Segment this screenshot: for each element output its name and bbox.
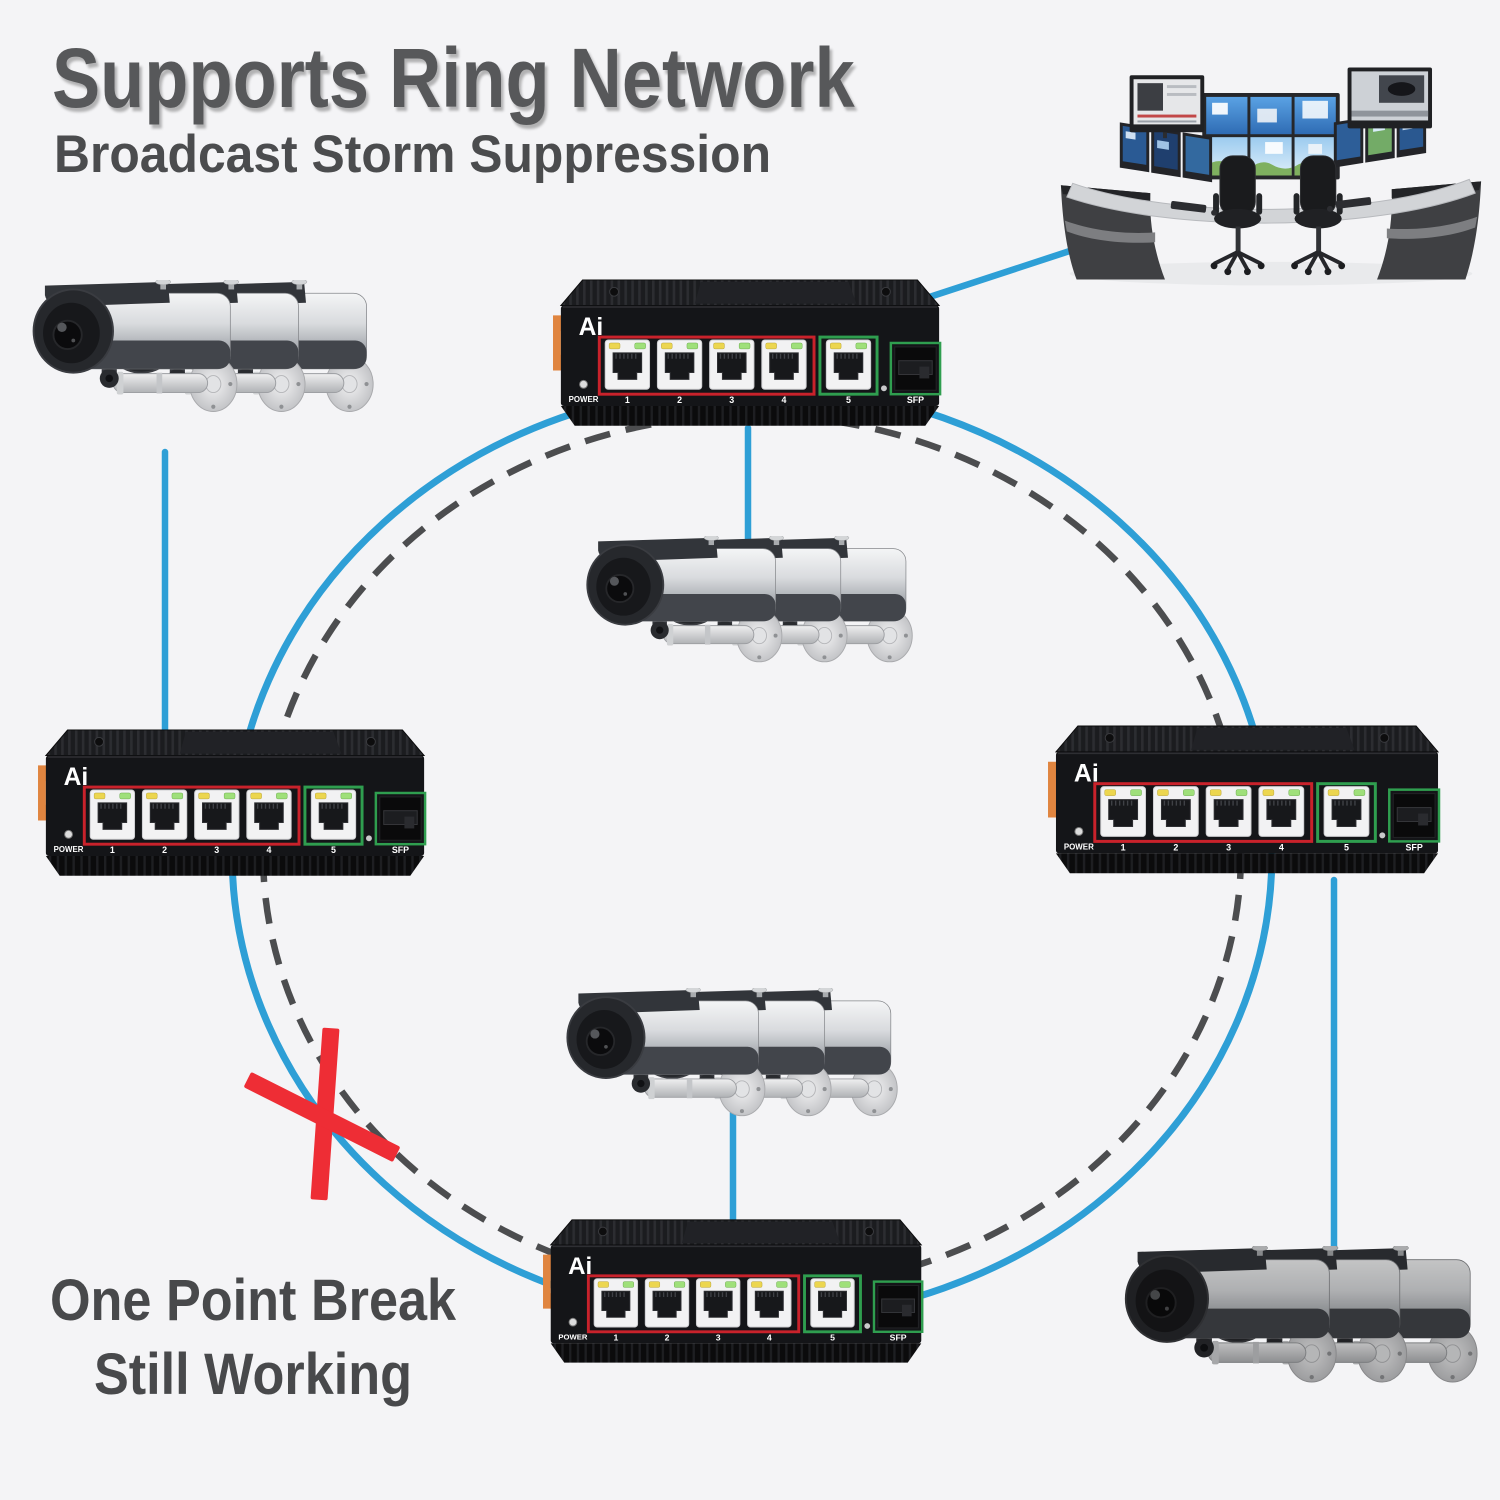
bullet-camera-trio-illustration — [32, 280, 374, 412]
cameras-middle-bottom — [560, 988, 900, 1126]
bullet-camera — [566, 988, 766, 1117]
uplink-line-switch-top-to-monitoring-center — [901, 242, 1089, 309]
poe-switch-illustration: Ai POWER — [553, 279, 942, 426]
power-led — [579, 379, 588, 389]
svg-text:1: 1 — [1121, 842, 1126, 852]
bullet-camera — [1124, 1246, 1337, 1383]
monitoring-center — [1055, 38, 1487, 288]
svg-text:1: 1 — [613, 1332, 618, 1342]
poe-switch-illustration: Ai POWER — [543, 1219, 924, 1363]
port-labels: 1 2 3 4 5 SFP — [625, 395, 924, 405]
rj45-ports-1-4 — [593, 1278, 792, 1328]
svg-text:5: 5 — [331, 845, 336, 855]
rj45-ports-1-4 — [1100, 786, 1305, 837]
power-led — [64, 829, 73, 839]
sfp-port — [889, 341, 942, 396]
power-led — [1074, 826, 1084, 836]
svg-text:4: 4 — [782, 395, 787, 405]
sfp-label: SFP — [907, 395, 924, 405]
sfp-port — [374, 791, 427, 846]
svg-text:3: 3 — [729, 395, 734, 405]
svg-text:2: 2 — [677, 395, 682, 405]
uplink-port-group-outline — [303, 785, 364, 846]
switch-top: Ai POWER — [553, 276, 947, 434]
poe-switch-illustration: Ai POWER — [1048, 725, 1441, 874]
sfp-port — [872, 1280, 924, 1333]
svg-text:5: 5 — [1344, 842, 1349, 852]
rj45-port-5 — [825, 339, 872, 390]
port-labels: 1 2 3 4 5 SFP — [110, 845, 409, 855]
svg-text:1: 1 — [625, 395, 630, 405]
port-labels: 1 2 3 4 5 SFP — [1121, 842, 1423, 852]
poe-switch-illustration: Ai POWER — [38, 729, 427, 876]
svg-text:3: 3 — [716, 1332, 721, 1342]
bullet-camera-trio-illustration — [586, 536, 913, 663]
sfp-port — [1388, 788, 1441, 843]
svg-text:2: 2 — [162, 845, 167, 855]
svg-text:3: 3 — [1226, 842, 1231, 852]
svg-text:2: 2 — [665, 1332, 670, 1342]
break-caption-line2: Still Working — [93, 1342, 413, 1408]
sfp-label: SFP — [392, 845, 409, 855]
power-led — [568, 1317, 578, 1327]
page-subtitle: Broadcast Storm Suppression — [54, 125, 772, 184]
page-title: Supports Ring Network — [52, 31, 855, 125]
svg-text:5: 5 — [846, 395, 851, 405]
break-caption: One Point Break Still Working — [40, 1264, 467, 1412]
svg-text:1: 1 — [110, 845, 115, 855]
svg-text:2: 2 — [1173, 842, 1178, 852]
bullet-camera-trio-illustration — [566, 988, 898, 1117]
power-label: POWER — [558, 1333, 588, 1342]
rj45-ports-1-4 — [89, 789, 292, 840]
svg-text:4: 4 — [267, 845, 272, 855]
rj45-port-5 — [810, 1278, 855, 1328]
svg-text:5: 5 — [830, 1332, 835, 1342]
poe-port-group-outline — [82, 785, 301, 846]
poe-port-group-outline — [586, 1274, 801, 1334]
bullet-camera — [586, 536, 783, 663]
cameras-bottom-right — [1118, 1246, 1480, 1393]
sfp-label: SFP — [890, 1332, 907, 1342]
sfp-label: SFP — [1405, 842, 1422, 852]
switch-bottom: Ai POWER — [543, 1216, 929, 1370]
rj45-port-5 — [310, 789, 357, 840]
rj45-ports-1-4 — [604, 339, 807, 390]
poe-port-group-outline — [1093, 782, 1314, 843]
power-label: POWER — [54, 845, 84, 854]
uplink-port-group-outline — [1316, 782, 1377, 843]
svg-text:4: 4 — [1279, 842, 1284, 852]
bullet-camera-trio-illustration — [1124, 1246, 1478, 1383]
rj45-port-5 — [1323, 786, 1370, 837]
power-label: POWER — [569, 395, 599, 404]
cameras-top-left — [26, 280, 376, 422]
uplink-port-group-outline — [803, 1274, 862, 1334]
break-caption-line1: One Point Break — [49, 1268, 457, 1333]
switch-left: Ai POWER — [38, 726, 432, 884]
power-label: POWER — [1064, 842, 1094, 851]
switch-right: Ai POWER — [1048, 722, 1446, 881]
port-labels: 1 2 3 4 5 SFP — [613, 1332, 906, 1342]
cameras-middle — [580, 536, 915, 672]
bullet-camera — [32, 280, 238, 412]
break-x-icon — [244, 1027, 400, 1201]
uplink-port-group-outline — [818, 335, 879, 396]
svg-text:4: 4 — [767, 1332, 772, 1342]
poe-port-group-outline — [597, 335, 816, 396]
svg-text:3: 3 — [214, 845, 219, 855]
control-room-illustration — [1060, 67, 1482, 286]
